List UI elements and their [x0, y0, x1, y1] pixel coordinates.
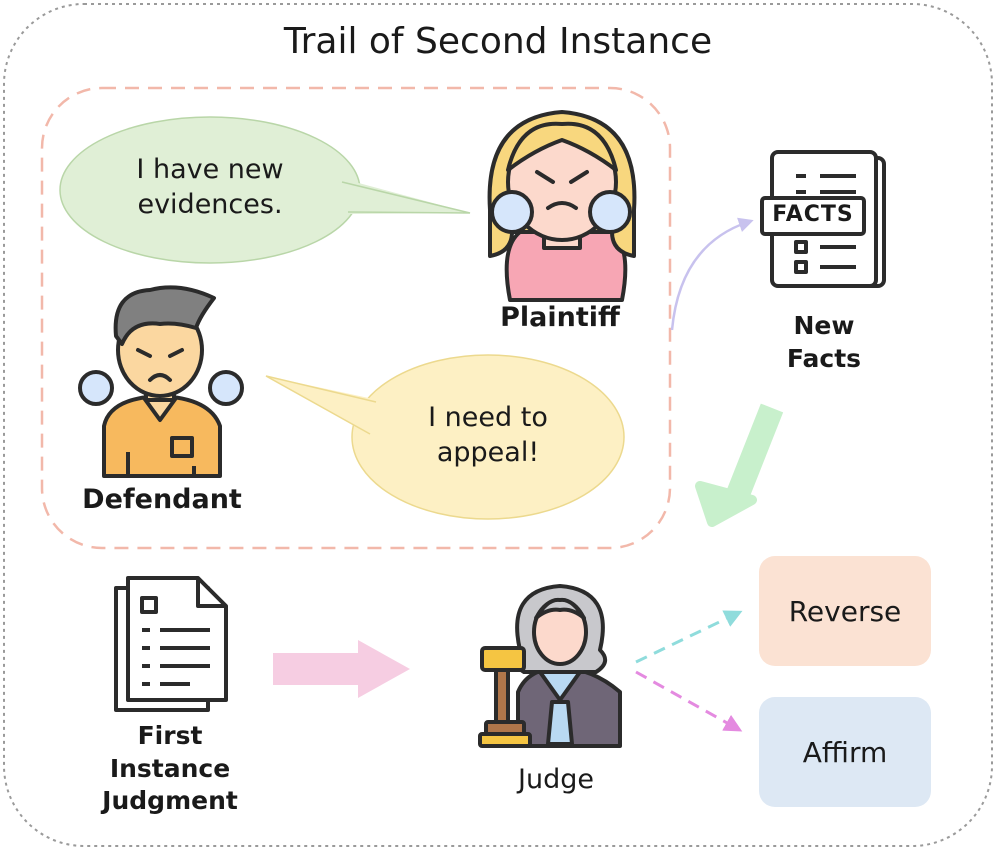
arrow-judge-to-reverse: [635, 610, 743, 664]
plaintiff-speech-bubble: [59, 116, 471, 264]
arrow-plaintiff-to-facts: [670, 217, 754, 331]
plaintiff-label: Plaintiff: [500, 302, 620, 333]
dispute-region: [40, 86, 672, 550]
defendant-icon: [78, 285, 244, 478]
defendant-speech-bubble: [265, 354, 625, 520]
defendant-label: Defendant: [82, 484, 242, 515]
new-facts-label: New Facts: [786, 311, 862, 373]
affirm-label: Affirm: [802, 735, 888, 769]
facts-newspaper-icon: [760, 150, 886, 288]
judgment-document-icon: [114, 576, 228, 712]
first-instance-judgment-label: First Instance Judgment: [102, 721, 238, 815]
gavel-icon: [478, 646, 532, 748]
arrow-judge-to-affirm: [635, 670, 743, 732]
facts-icon-text: FACTS: [772, 202, 854, 227]
defendant-speech-text: I need to appeal!: [428, 402, 548, 469]
plaintiff-speech-text: I have new evidences.: [136, 154, 284, 221]
judge-label: Judge: [518, 764, 594, 795]
outer-frame: [3, 3, 993, 847]
plaintiff-icon: [487, 110, 637, 302]
judge-icon: [512, 584, 622, 748]
arrow-facts-to-judge: [695, 403, 784, 527]
reverse-box: [759, 556, 931, 666]
reverse-label: Reverse: [788, 594, 902, 628]
diagram-title: Trail of Second Instance: [283, 21, 713, 62]
arrow-judgment-to-judge: [273, 640, 410, 698]
affirm-box: [759, 697, 931, 807]
